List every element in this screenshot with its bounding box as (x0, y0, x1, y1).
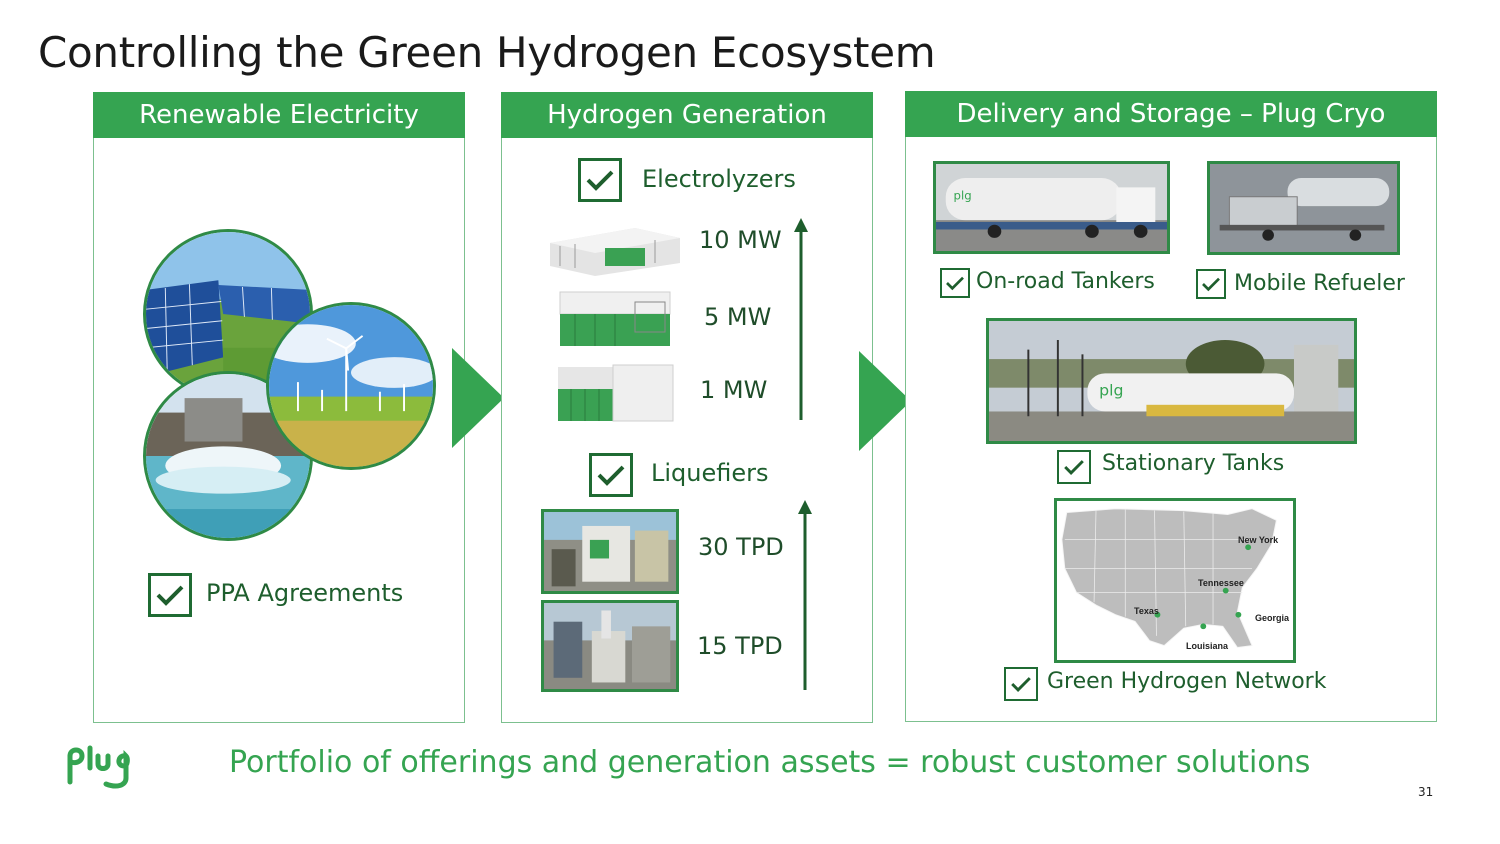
scale-up-arrow-icon (794, 218, 808, 420)
electrolyzers-label: Electrolyzers (642, 165, 796, 193)
stationary-tanks-image: plg (986, 318, 1357, 444)
slide-title: Controlling the Green Hydrogen Ecosystem (38, 28, 936, 77)
flow-arrow-icon (859, 351, 911, 451)
mobile-checkbox (1196, 269, 1226, 299)
liquefier-30tpd-image (541, 509, 679, 594)
electrolyzer-1mw-image (553, 357, 683, 429)
svg-text:plg: plg (1099, 382, 1123, 400)
onroad-tanker-image: plg (933, 161, 1170, 254)
mobile-refueler-image (1207, 161, 1400, 255)
map-label-louisiana: Louisiana (1186, 641, 1229, 651)
electrolyzer-capacity-1mw: 1 MW (700, 376, 768, 404)
plug-logo (66, 744, 136, 800)
ppa-checkbox (148, 573, 192, 617)
liquefier-15tpd-image (541, 600, 679, 692)
checkmark-icon (1202, 277, 1220, 292)
electrolyzers-checkbox (578, 158, 622, 202)
liquefiers-checkbox (589, 453, 633, 497)
checkmark-icon (1011, 677, 1031, 692)
onroad-checkbox (940, 268, 970, 298)
map-label-tennessee: Tennessee (1198, 578, 1244, 588)
map-label-texas: Texas (1134, 606, 1159, 616)
electrolyzer-capacity-5mw: 5 MW (704, 303, 772, 331)
generation-panel-header: Hydrogen Generation (501, 92, 873, 138)
map-label-georgia: Georgia (1255, 613, 1290, 623)
network-checkbox (1004, 667, 1038, 701)
liquefier-capacity-30tpd: 30 TPD (698, 533, 784, 561)
stationary-checkbox (1057, 450, 1091, 484)
electrolyzer-capacity-10mw: 10 MW (699, 226, 782, 254)
wind-turbines-image (266, 302, 436, 470)
page-number: 31 (1418, 785, 1434, 799)
flow-arrow-icon (452, 348, 504, 448)
checkmark-icon (597, 465, 625, 486)
ppa-agreements-label: PPA Agreements (206, 579, 404, 607)
onroad-tankers-label: On-road Tankers (976, 269, 1155, 294)
liquefier-capacity-15tpd: 15 TPD (697, 632, 783, 660)
checkmark-icon (586, 170, 614, 191)
us-network-map: New York Tennessee Texas Georgia Louisia… (1054, 498, 1296, 663)
liquefiers-label: Liquefiers (651, 459, 769, 487)
map-label-new-york: New York (1238, 535, 1279, 545)
checkmark-icon (1064, 460, 1084, 475)
plug-logo-icon (67, 745, 130, 789)
checkmark-icon (156, 585, 184, 606)
electrolyzer-10mw-image (545, 208, 685, 278)
delivery-panel-header: Delivery and Storage – Plug Cryo (905, 91, 1437, 137)
checkmark-icon (946, 276, 964, 291)
mobile-refueler-label: Mobile Refueler (1234, 271, 1405, 296)
renewable-panel-header: Renewable Electricity (93, 92, 465, 138)
tagline: Portfolio of offerings and generation as… (229, 745, 1311, 780)
scale-up-arrow-icon (798, 500, 812, 690)
green-hydrogen-network-label: Green Hydrogen Network (1047, 669, 1327, 694)
stationary-tanks-label: Stationary Tanks (1102, 451, 1285, 476)
electrolyzer-5mw-image (555, 282, 685, 352)
svg-text:plg: plg (954, 189, 972, 203)
